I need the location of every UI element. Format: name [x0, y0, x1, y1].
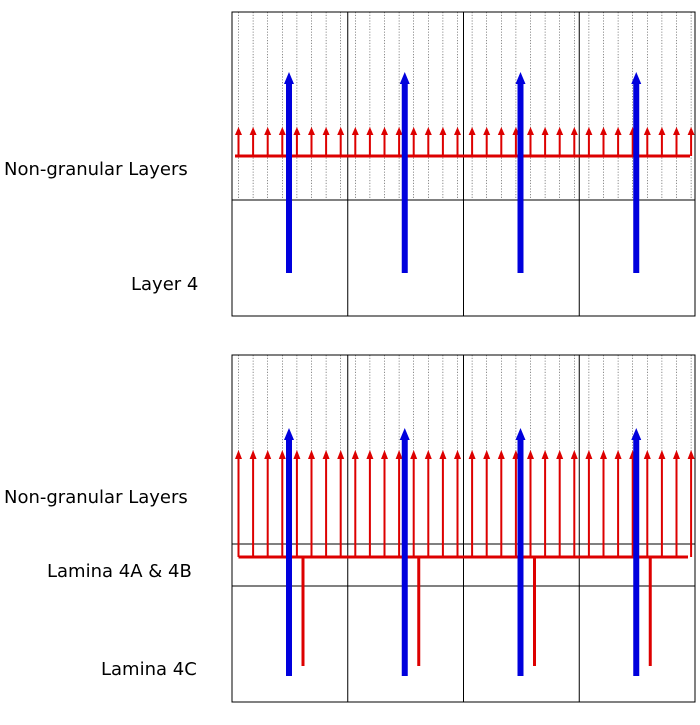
red-arrow-head [249, 127, 257, 135]
red-arrow-head [600, 450, 607, 459]
red-arrow-head [410, 450, 418, 459]
blue-arrow-head [631, 428, 642, 440]
bottom-nongranular-label: Non-granular Layers [4, 487, 188, 508]
blue-arrow-head [284, 428, 294, 440]
red-arrow-head [293, 127, 301, 135]
blue-arrow-head [284, 72, 294, 84]
bottom-red-arrows [235, 450, 695, 666]
red-arrow-head [673, 127, 680, 135]
red-arrow-head [614, 127, 622, 135]
red-arrow-head [235, 450, 242, 459]
red-arrow-head [249, 450, 257, 459]
red-arrow-head [527, 127, 534, 135]
bottom-blue-arrows [284, 428, 642, 676]
red-arrow-head [687, 127, 695, 135]
red-arrow-head [366, 450, 374, 459]
blue-arrow-head [631, 72, 642, 84]
red-arrow-head [278, 127, 286, 135]
red-arrow-head [439, 450, 447, 459]
red-arrow-head [673, 450, 680, 459]
red-arrow-head [687, 450, 695, 459]
red-arrow-head [614, 450, 622, 459]
bottom-lamina-4a4b-label: Lamina 4A & 4B [47, 561, 192, 582]
red-arrow-head [585, 450, 593, 459]
red-arrow-head [424, 450, 432, 459]
red-arrow-head [643, 450, 651, 459]
red-arrow-head [351, 127, 359, 135]
red-arrow-head [308, 127, 315, 135]
red-arrow-head [527, 450, 534, 459]
red-arrow-head [366, 127, 374, 135]
red-arrow-head [483, 450, 491, 459]
top-layer4-label: Layer 4 [131, 274, 199, 295]
red-arrow-head [381, 450, 388, 459]
red-arrow-head [264, 127, 272, 135]
red-arrow-head [541, 127, 549, 135]
top-blue-arrows [284, 72, 642, 273]
blue-arrow-head [515, 428, 526, 440]
red-arrow-head [351, 450, 359, 459]
blue-arrow-head [399, 72, 410, 84]
top-panel [231, 11, 696, 317]
top-red-arrows [235, 127, 695, 158]
red-arrow-head [497, 450, 505, 459]
red-arrow-head [497, 127, 505, 135]
top-minicolumn-lines [238, 12, 692, 200]
red-arrow-head [585, 127, 593, 135]
top-nongranular-label: Non-granular Layers [4, 159, 188, 180]
red-arrow-head [278, 450, 286, 459]
red-arrow-head [454, 450, 461, 459]
red-arrow-head [395, 127, 403, 135]
red-arrow-head [454, 127, 461, 135]
bottom-minicolumn-lines [238, 355, 692, 544]
red-arrow-head [395, 450, 403, 459]
red-arrow-head [570, 450, 578, 459]
bottom-lamina-4c-label: Lamina 4C [101, 659, 197, 680]
red-arrow-head [468, 127, 476, 135]
top-panel-frame [231, 11, 696, 317]
red-arrow-head [439, 127, 447, 135]
red-arrow-head [468, 450, 476, 459]
red-arrow-head [483, 127, 491, 135]
red-arrow-head [410, 127, 418, 135]
bottom-panel-frame [231, 354, 696, 703]
red-arrow-head [235, 127, 242, 135]
red-arrow-head [337, 450, 345, 459]
red-arrow-head [600, 127, 607, 135]
red-arrow-head [556, 450, 564, 459]
blue-arrow-head [515, 72, 526, 84]
red-arrow-head [337, 127, 345, 135]
bottom-panel [231, 354, 696, 703]
red-arrow-head [424, 127, 432, 135]
red-arrow-head [322, 127, 330, 135]
red-arrow-head [556, 127, 564, 135]
red-arrow-head [658, 127, 666, 135]
blue-arrow-head [399, 428, 410, 440]
red-arrow-head [381, 127, 388, 135]
red-arrow-head [643, 127, 651, 135]
red-arrow-head [570, 127, 578, 135]
red-arrow-head [658, 450, 666, 459]
red-arrow-head [541, 450, 549, 459]
red-arrow-head [293, 450, 301, 459]
red-arrow-head [322, 450, 330, 459]
red-arrow-head [264, 450, 272, 459]
red-arrow-head [308, 450, 315, 459]
